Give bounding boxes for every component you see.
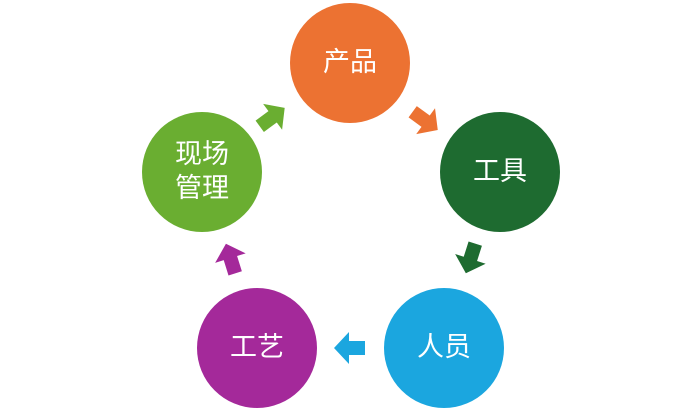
arrow-tool-to-personnel-icon (455, 241, 486, 274)
arrow-personnel-to-process-icon (334, 332, 365, 364)
arrow-product-to-tool-icon (408, 106, 438, 135)
node-circle-tool (440, 112, 560, 232)
arrow-process-to-site-mgmt-icon (215, 243, 246, 276)
node-circle-product (290, 3, 410, 123)
node-circle-site-mgmt (142, 112, 262, 232)
arrow-site-mgmt-to-product-icon (255, 103, 285, 132)
node-circle-process (197, 288, 317, 408)
node-circle-personnel (384, 288, 504, 408)
